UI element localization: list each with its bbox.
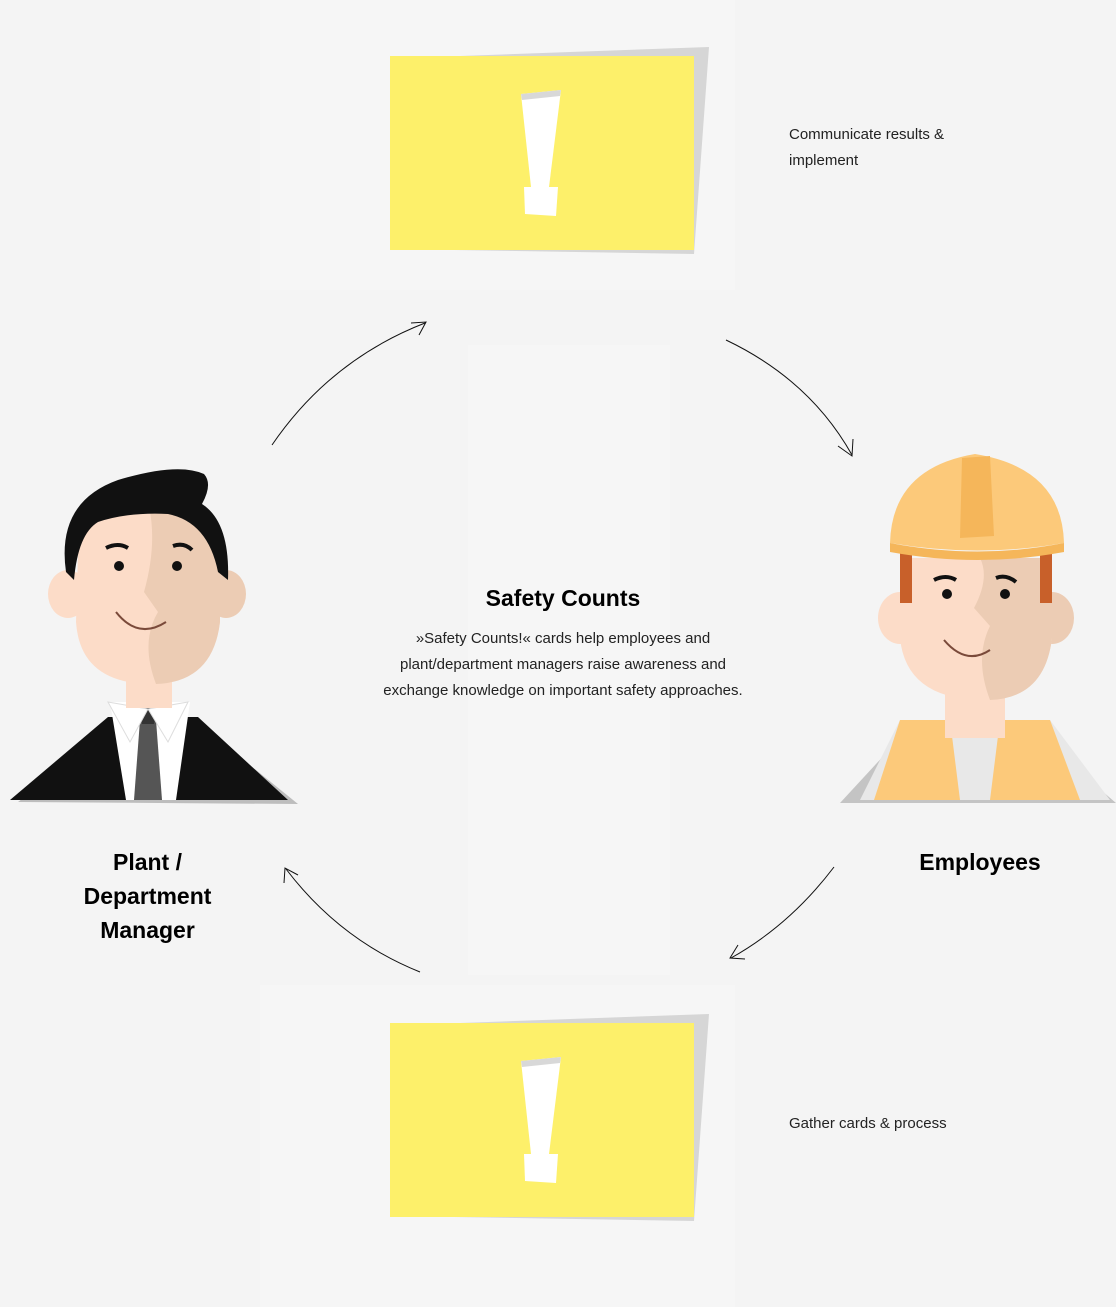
diagram-description: »Safety Counts!« cards help employees an… xyxy=(383,630,743,699)
employees-label: Employees xyxy=(919,849,1041,875)
arrow-right-to-bottom xyxy=(730,866,835,959)
manager-label: Plant / Department Manager xyxy=(40,845,255,947)
exclamation-icon xyxy=(521,1057,561,1154)
arrow-bottom-to-left xyxy=(285,868,421,973)
diagram-title: Safety Counts xyxy=(485,585,641,611)
bottom-safety-card xyxy=(390,1014,709,1221)
manager-avatar-icon xyxy=(10,469,298,804)
worker-avatar-icon xyxy=(840,454,1116,803)
manager-label-line-3: Manager xyxy=(100,917,195,943)
manager-label-line-1: Plant / xyxy=(112,849,182,875)
exclamation-icon xyxy=(521,90,561,187)
bottom-step-label: Gather cards & process xyxy=(789,1115,947,1132)
top-step-label: Communicate results & implement xyxy=(789,126,945,169)
arrow-top-to-right xyxy=(725,339,853,456)
top-safety-card xyxy=(390,47,709,254)
arrow-left-to-top xyxy=(271,322,426,446)
manager-label-line-2: Department xyxy=(83,883,212,909)
center-panel xyxy=(468,345,670,975)
